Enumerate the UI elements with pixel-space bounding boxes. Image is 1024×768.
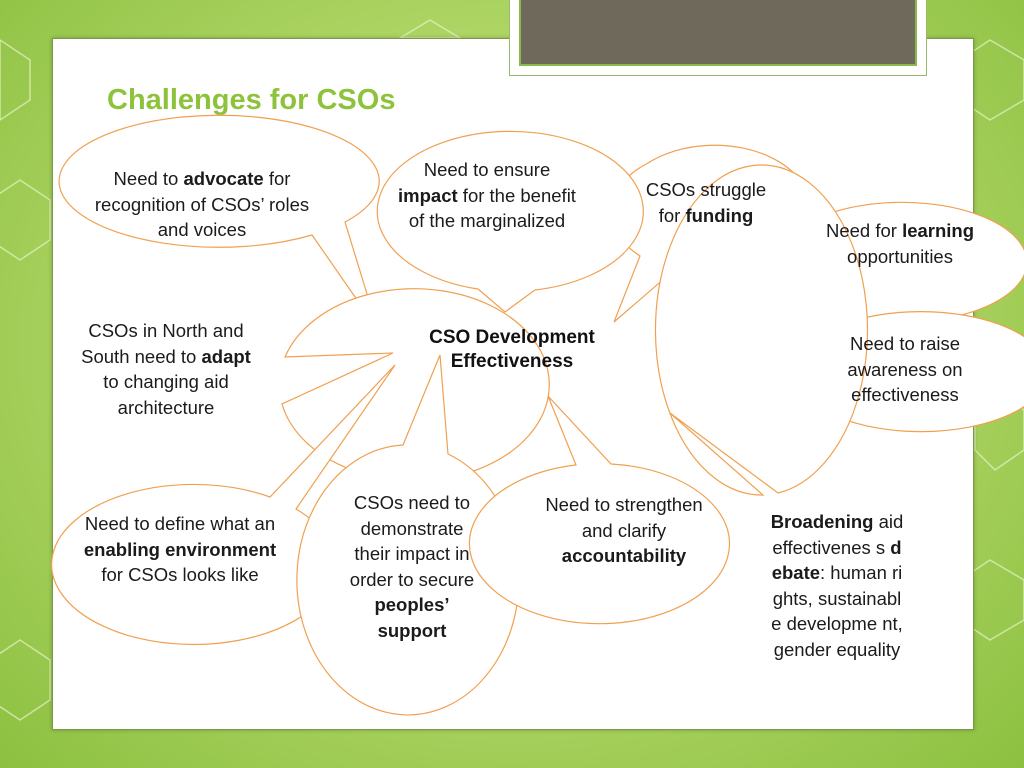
bubble-accountability <box>468 395 731 625</box>
bubble-accountability-text: Need to strengthen and clarify accountab… <box>545 494 703 566</box>
bubble-adapt-text: CSOs in North and South need to adapt to… <box>81 320 251 418</box>
bubble-enabling-text: Need to define what an enabling environm… <box>83 513 277 585</box>
bubble-impact <box>376 130 644 313</box>
bubble-advocate-text: Need to advocate for recognition of CSOs… <box>94 168 310 240</box>
bubble-advocate <box>58 114 380 331</box>
bubble-demonstrate-text: CSOs need to demonstrate their impact in… <box>349 492 475 641</box>
bubble-learning-text: Need for learning opportunities <box>825 220 975 267</box>
bubble-impact-text: Need to ensure impact for the benefit of… <box>398 159 576 231</box>
bubble-broadening-text: Broadening aid effectivenes s debate: hu… <box>770 511 904 660</box>
center-label-line2: Effectiveness <box>450 351 574 372</box>
center-label-line1: CSO Development <box>429 327 595 348</box>
bubble-awareness-text: Need to raise awareness on effectiveness <box>847 333 963 405</box>
bubble-broadening <box>654 164 869 496</box>
bubble-funding-text: CSOs struggle for funding <box>645 179 767 226</box>
header-photo <box>519 0 917 66</box>
center-label: CSO Development Effectiveness <box>402 326 622 374</box>
slide-title: Challenges for CSOs <box>107 84 396 116</box>
